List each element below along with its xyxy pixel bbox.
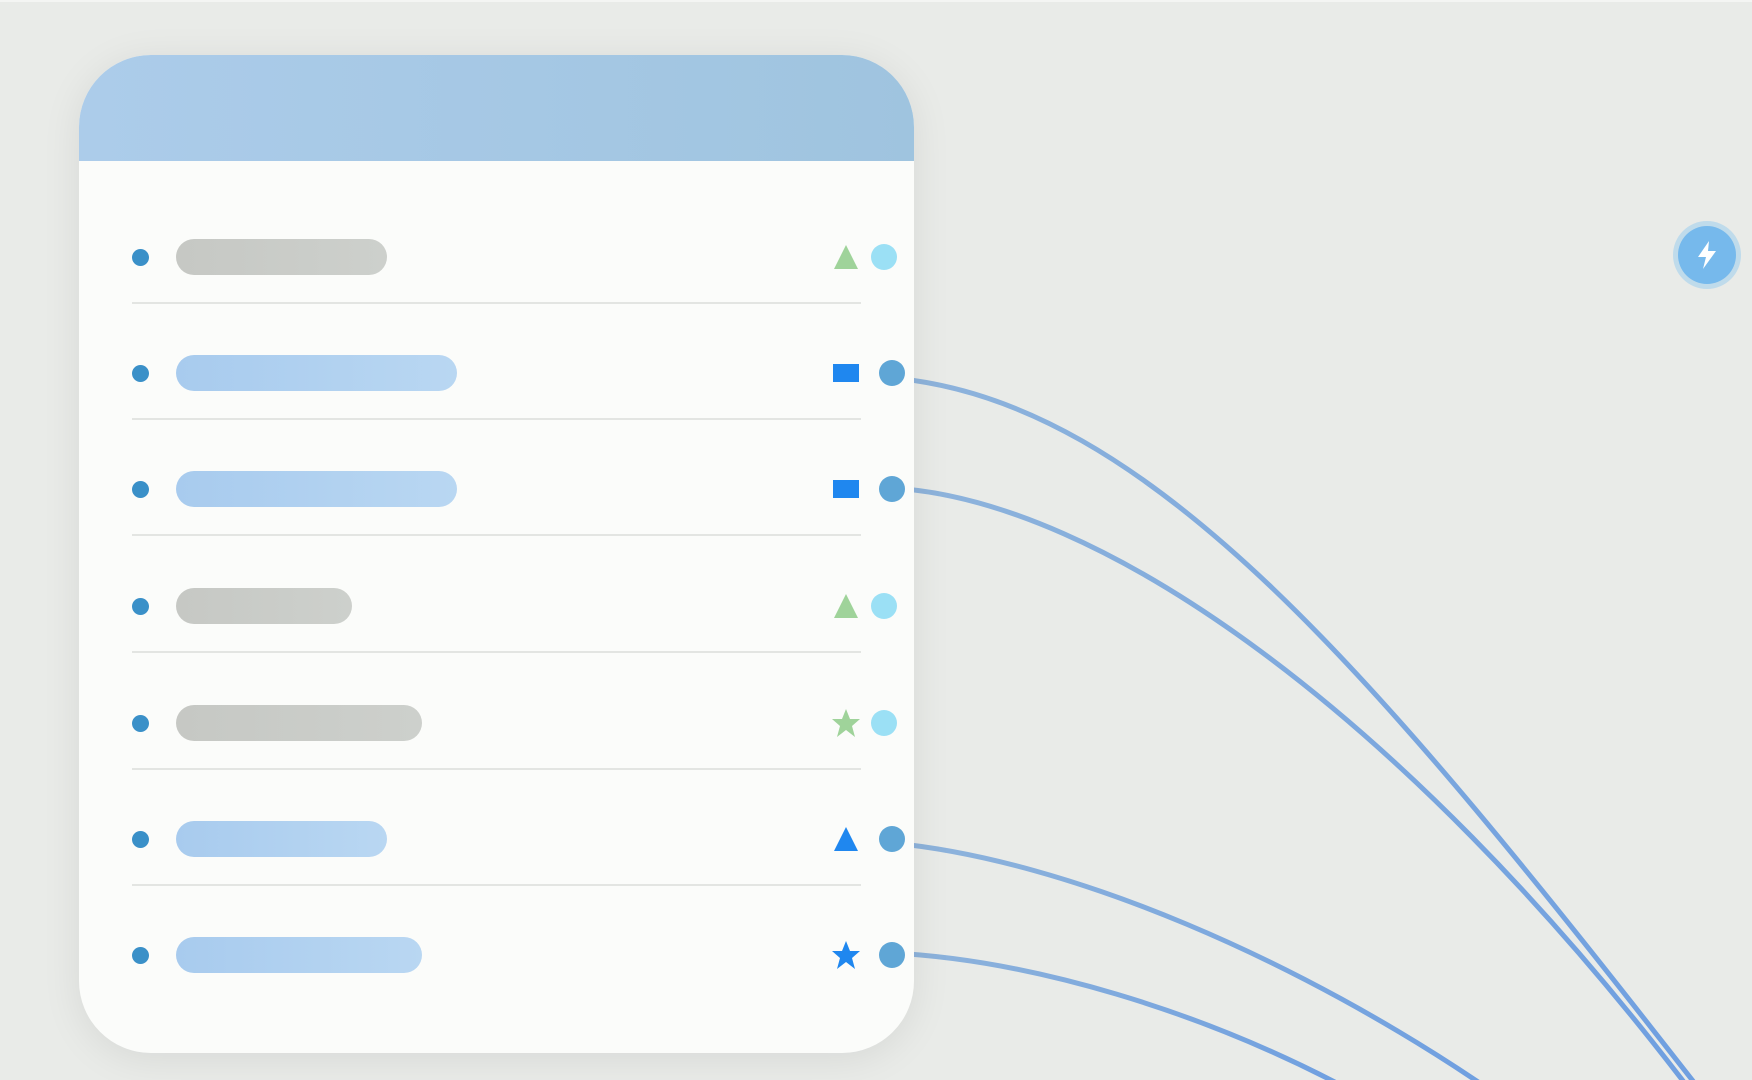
star-icon [830,707,862,739]
placeholder-bar [176,821,387,857]
connection-port[interactable] [879,826,905,852]
bullet-dot [132,481,149,498]
list-item[interactable] [132,937,905,1072]
row-divider [132,768,861,770]
lightning-node[interactable] [1678,226,1736,284]
star-icon [830,939,862,971]
placeholder-bar [176,937,422,973]
placeholder-bar [176,588,352,624]
connection-port[interactable] [879,360,905,386]
row-divider [132,884,861,886]
curved-wire [891,950,1337,1080]
connection-port[interactable] [871,710,897,736]
list-item[interactable] [132,821,905,956]
square-icon [830,357,862,389]
card-header [79,55,914,161]
row-divider [132,651,861,653]
bullet-dot [132,947,149,964]
connection-port[interactable] [879,942,905,968]
connection-port[interactable] [871,244,897,270]
triangle-icon [830,823,862,855]
list-item[interactable] [132,705,897,840]
triangle-icon [830,590,862,622]
list-item[interactable] [132,471,905,606]
bullet-dot [132,715,149,732]
placeholder-bar [176,355,457,391]
bullet-dot [132,831,149,848]
bullet-dot [132,365,149,382]
triangle-icon [830,241,862,273]
list-item[interactable] [132,355,905,490]
curved-wire [891,485,1686,1080]
bullet-dot [132,249,149,266]
curved-wire [891,375,1696,1080]
row-divider [132,418,861,420]
list-item[interactable] [132,239,897,374]
top-edge-line [0,0,1752,2]
placeholder-bar [176,471,457,507]
bullet-dot [132,598,149,615]
table-card [79,55,914,1053]
lightning-bolt-icon [1698,241,1716,269]
list-item[interactable] [132,588,897,723]
square-icon [830,473,862,505]
placeholder-bar [176,239,387,275]
connection-port[interactable] [879,476,905,502]
connection-port[interactable] [871,593,897,619]
row-divider [132,534,861,536]
row-divider [132,302,861,304]
curved-wire [891,840,1480,1080]
placeholder-bar [176,705,422,741]
